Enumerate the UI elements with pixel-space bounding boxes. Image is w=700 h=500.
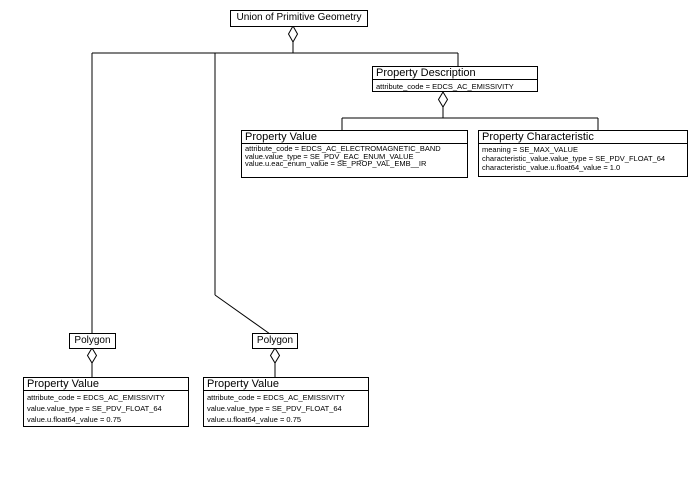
class-attribute: attribute_code = EDCS_AC_EMISSIVITY xyxy=(27,393,165,402)
attribute-compartment: attribute_code = EDCS_AC_ELECTROMAGNETIC… xyxy=(242,144,467,168)
class-box-union-of-primitive-geometry: Union of Primitive Geometry xyxy=(230,10,368,27)
edge-bus-to-middle-polygon-diagonal xyxy=(214,294,271,335)
class-attribute: value.u.eac_enum_value = SE_PROP_VAL_EMB… xyxy=(245,159,427,168)
class-attribute: meaning = SE_MAX_VALUE xyxy=(482,145,578,154)
class-attribute: characteristic_value.u.float64_value = 1… xyxy=(482,163,621,172)
class-title: Property Value xyxy=(24,378,188,391)
class-title: Union of Primitive Geometry xyxy=(236,12,362,23)
class-box-property-description: Property Description attribute_code = ED… xyxy=(372,66,538,92)
class-box-polygon-middle: Polygon xyxy=(252,333,298,349)
class-title: Property Description xyxy=(373,67,537,80)
attribute-compartment: meaning = SE_MAX_VALUE characteristic_va… xyxy=(479,144,687,172)
class-box-polygon-left: Polygon xyxy=(69,333,116,349)
attribute-compartment: attribute_code = EDCS_AC_EMISSIVITY valu… xyxy=(204,391,368,425)
class-title: Property Value xyxy=(204,378,368,391)
class-title: Polygon xyxy=(256,335,294,346)
aggregation-diamond-icon xyxy=(86,347,98,364)
aggregation-diamond-icon xyxy=(437,91,449,108)
class-attribute: value.value_type = SE_PDV_FLOAT_64 xyxy=(27,404,162,413)
class-title: Property Characteristic xyxy=(479,131,687,144)
class-box-property-characteristic: Property Characteristic meaning = SE_MAX… xyxy=(478,130,688,177)
class-attribute: value.u.float64_value = 0.75 xyxy=(27,415,122,424)
class-attribute: attribute_code = EDCS_AC_EMISSIVITY xyxy=(376,82,514,91)
aggregation-diamond-icon xyxy=(287,24,299,44)
class-attribute: characteristic_value.value_type = SE_PDV… xyxy=(482,154,666,163)
class-title: Property Value xyxy=(242,131,467,144)
class-attribute: value.u.float64_value = 0.75 xyxy=(207,415,302,424)
class-title: Polygon xyxy=(74,335,111,346)
class-box-property-value-middle: Property Value attribute_code = EDCS_AC_… xyxy=(203,377,369,427)
class-attribute: attribute_code = EDCS_AC_ELECTROMAGNETIC… xyxy=(245,144,441,153)
attribute-compartment: attribute_code = EDCS_AC_EMISSIVITY valu… xyxy=(24,391,188,425)
class-box-property-value-band: Property Value attribute_code = EDCS_AC_… xyxy=(241,130,468,178)
class-attribute: value.value_type = SE_PDV_EAC_ENUM_VALUE xyxy=(245,151,414,161)
class-attribute: value.value_type = SE_PDV_FLOAT_64 xyxy=(207,404,342,413)
class-attribute: attribute_code = EDCS_AC_EMISSIVITY xyxy=(207,393,345,402)
aggregation-diamond-icon xyxy=(269,347,281,364)
class-box-property-value-left: Property Value attribute_code = EDCS_AC_… xyxy=(23,377,189,427)
attribute-compartment: attribute_code = EDCS_AC_EMISSIVITY xyxy=(373,80,537,92)
